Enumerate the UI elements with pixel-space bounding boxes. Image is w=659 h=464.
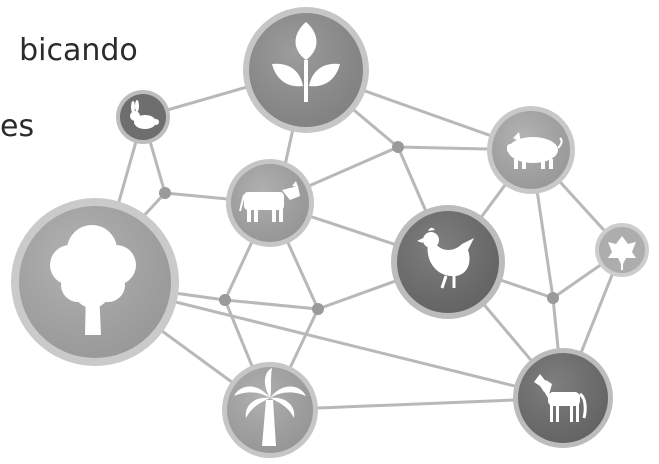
hen-icon (417, 227, 474, 289)
caption-line-2: es (0, 109, 35, 144)
junction-dot (392, 141, 404, 153)
ivy-leaf-icon (608, 236, 636, 270)
ivy-leaf-node (595, 223, 649, 277)
junction-dot (547, 292, 559, 304)
caption-line-1: bicando (19, 33, 138, 68)
horse-icon (534, 374, 587, 422)
hen-node (391, 205, 505, 319)
junction-dot (219, 294, 231, 306)
junctions (159, 141, 559, 315)
caption-text: bicando es (0, 0, 138, 184)
pig-node (487, 106, 575, 194)
cow-node (226, 159, 314, 247)
leaves-node (243, 7, 369, 133)
rabbit-icon (130, 100, 159, 129)
horse-node (513, 348, 613, 448)
tree-icon (50, 225, 136, 335)
connection-line (224, 298, 319, 311)
rabbit-node (116, 90, 170, 144)
leaves-icon (272, 22, 340, 102)
junction-dot (312, 303, 324, 315)
junction-dot (159, 187, 171, 199)
tree-node (11, 198, 179, 366)
pig-icon (507, 132, 563, 169)
palm-tree-icon (234, 368, 306, 446)
cow-icon (239, 181, 300, 222)
palm-tree-node (222, 362, 318, 458)
